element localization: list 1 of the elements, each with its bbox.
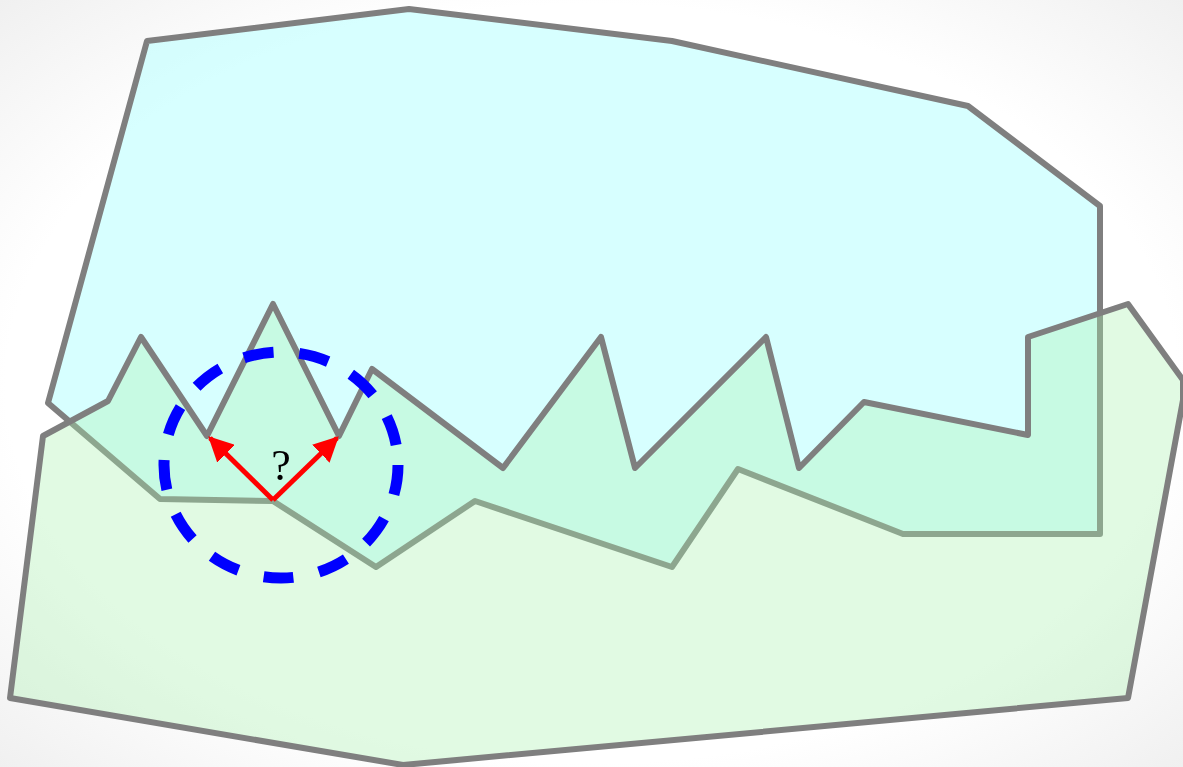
question-mark-label: ?	[270, 444, 292, 488]
